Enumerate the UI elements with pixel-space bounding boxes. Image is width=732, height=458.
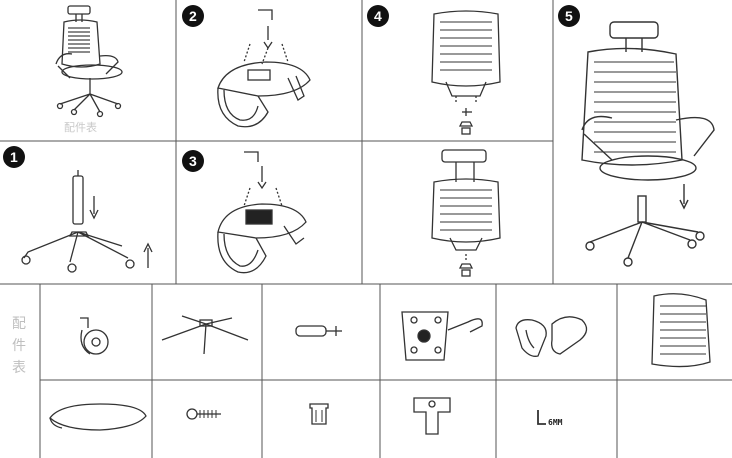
mechanism-icon [401,311,483,361]
step-1-base-illustration [21,170,153,273]
allen-key-icon [537,410,546,425]
svg-text:3: 3 [189,153,197,169]
bushing-icon [309,403,329,425]
step-2-seat-illustration [217,9,311,128]
allen-key-size-label: 6MM [548,418,563,427]
parts-side-label: 配 件 表 [12,316,26,376]
gas-lift-icon [295,325,342,337]
svg-text:5: 5 [565,8,573,24]
step-5-complete-chair-illustration [581,21,715,267]
step-4b-headrest-illustration [431,149,501,277]
step-1-badge: 1 [3,146,25,168]
svg-text:2: 2 [189,8,197,24]
overview-chair-illustration [55,5,123,118]
step-2-badge: 2 [182,5,204,27]
step-3-mechanism-illustration [217,151,307,274]
step-4-backrest-illustration [431,10,501,135]
caster-icon [80,317,109,355]
svg-text:表: 表 [12,360,26,376]
step-5-badge: 5 [558,5,580,27]
svg-text:配: 配 [12,316,26,332]
svg-text:1: 1 [10,149,18,165]
step-3-badge: 3 [182,150,204,172]
watermark-text: 配件表 [64,120,97,134]
screw-icon [186,408,221,420]
mesh-backrest-icon [651,293,711,368]
armrests-icon [515,316,588,357]
step-4-badge: 4 [367,5,389,27]
svg-text:件: 件 [12,338,26,354]
seat-cushion-icon [49,403,147,431]
headrest-bracket-icon [413,397,451,435]
svg-text:4: 4 [374,8,382,24]
star-base-icon [161,315,249,355]
